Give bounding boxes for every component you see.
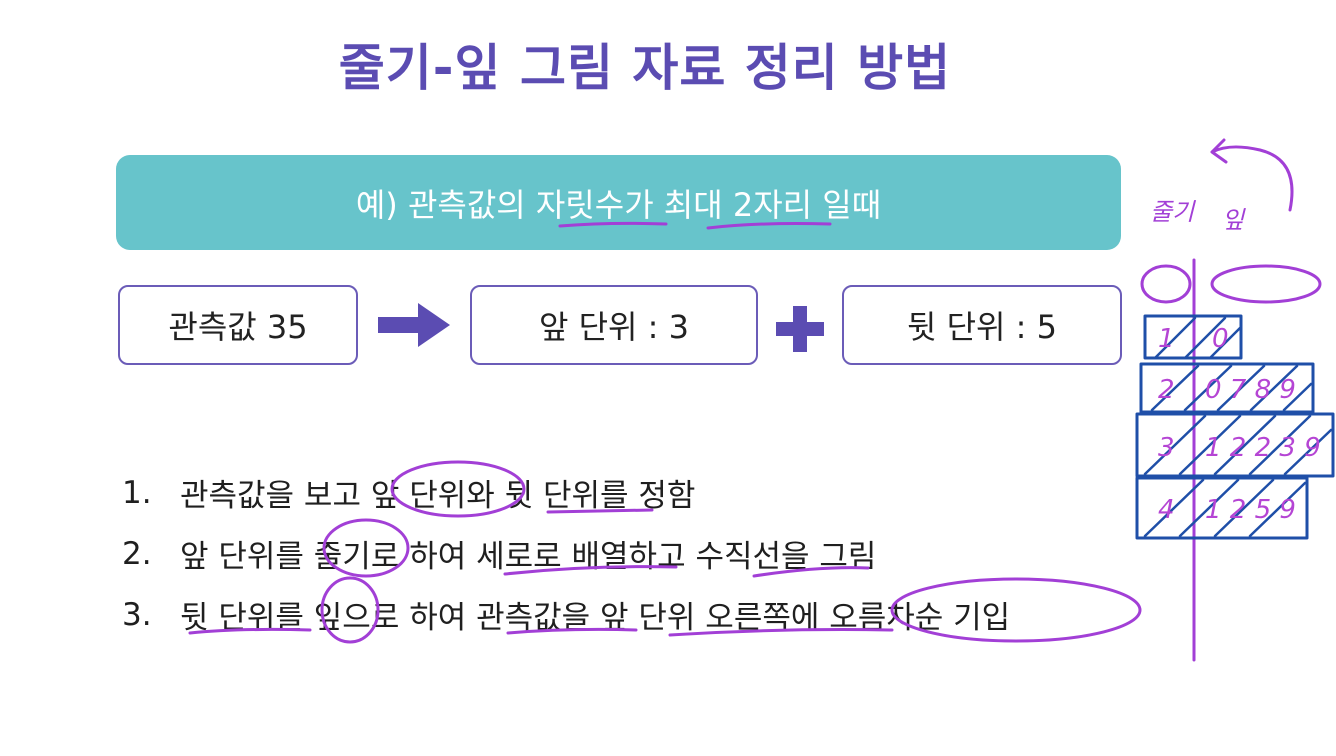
step-text: 앞 단위를 줄기로 하여 세로로 배열하고 수직선을 그림 xyxy=(180,539,877,575)
leaf-row-3: 1 2 2 3 9 xyxy=(1205,433,1321,463)
right-arrow-icon xyxy=(378,303,450,347)
front-unit-label: 앞 단위 : 3 xyxy=(539,308,689,346)
stem-row-2: 2 xyxy=(1158,375,1175,405)
observation-label: 관측값 35 xyxy=(168,308,308,346)
stem-row-4: 4 xyxy=(1158,495,1175,525)
back-unit-box: 뒷 단위 : 5 xyxy=(842,285,1122,365)
front-unit-box: 앞 단위 : 3 xyxy=(470,285,758,365)
example-banner-text: 예) 관측값의 자릿수가 최대 2자리 일때 xyxy=(355,185,882,224)
plus-icon xyxy=(776,306,824,352)
list-item: 2. 앞 단위를 줄기로 하여 세로로 배열하고 수직선을 그림 xyxy=(122,523,1010,584)
page-title: 줄기-잎 그림 자료 정리 방법 xyxy=(338,39,952,97)
leaf-row-4: 1 2 5 9 xyxy=(1205,495,1296,525)
observation-box: 관측값 35 xyxy=(118,285,358,365)
list-item: 3. 뒷 단위를 잎으로 하여 관측값을 앞 단위 오른쪽에 오름차순 기입 xyxy=(122,584,1010,645)
step-number: 3. xyxy=(122,596,152,633)
step-number: 1. xyxy=(122,474,152,511)
stem-label: 줄기 xyxy=(1150,198,1196,226)
list-item: 1. 관측값을 보고 앞 단위와 뒷 단위를 정함 xyxy=(122,462,1010,523)
steps-list: 1. 관측값을 보고 앞 단위와 뒷 단위를 정함 2. 앞 단위를 줄기로 하… xyxy=(122,462,1010,645)
stem-row-3: 3 xyxy=(1158,433,1175,463)
leaf-row-2: 0 7 8 9 xyxy=(1205,375,1296,405)
step-text: 뒷 단위를 잎으로 하여 관측값을 앞 단위 오른쪽에 오름차순 기입 xyxy=(180,600,1011,636)
step-number: 2. xyxy=(122,535,152,572)
back-unit-label: 뒷 단위 : 5 xyxy=(907,308,1057,346)
stem-row-1: 1 xyxy=(1158,324,1175,354)
leaf-row-1: 0 xyxy=(1212,324,1229,354)
example-banner: 예) 관측값의 자릿수가 최대 2자리 일때 xyxy=(116,155,1121,250)
step-text: 관측값을 보고 앞 단위와 뒷 단위를 정함 xyxy=(180,478,696,514)
leaf-label: 잎 xyxy=(1222,206,1246,234)
